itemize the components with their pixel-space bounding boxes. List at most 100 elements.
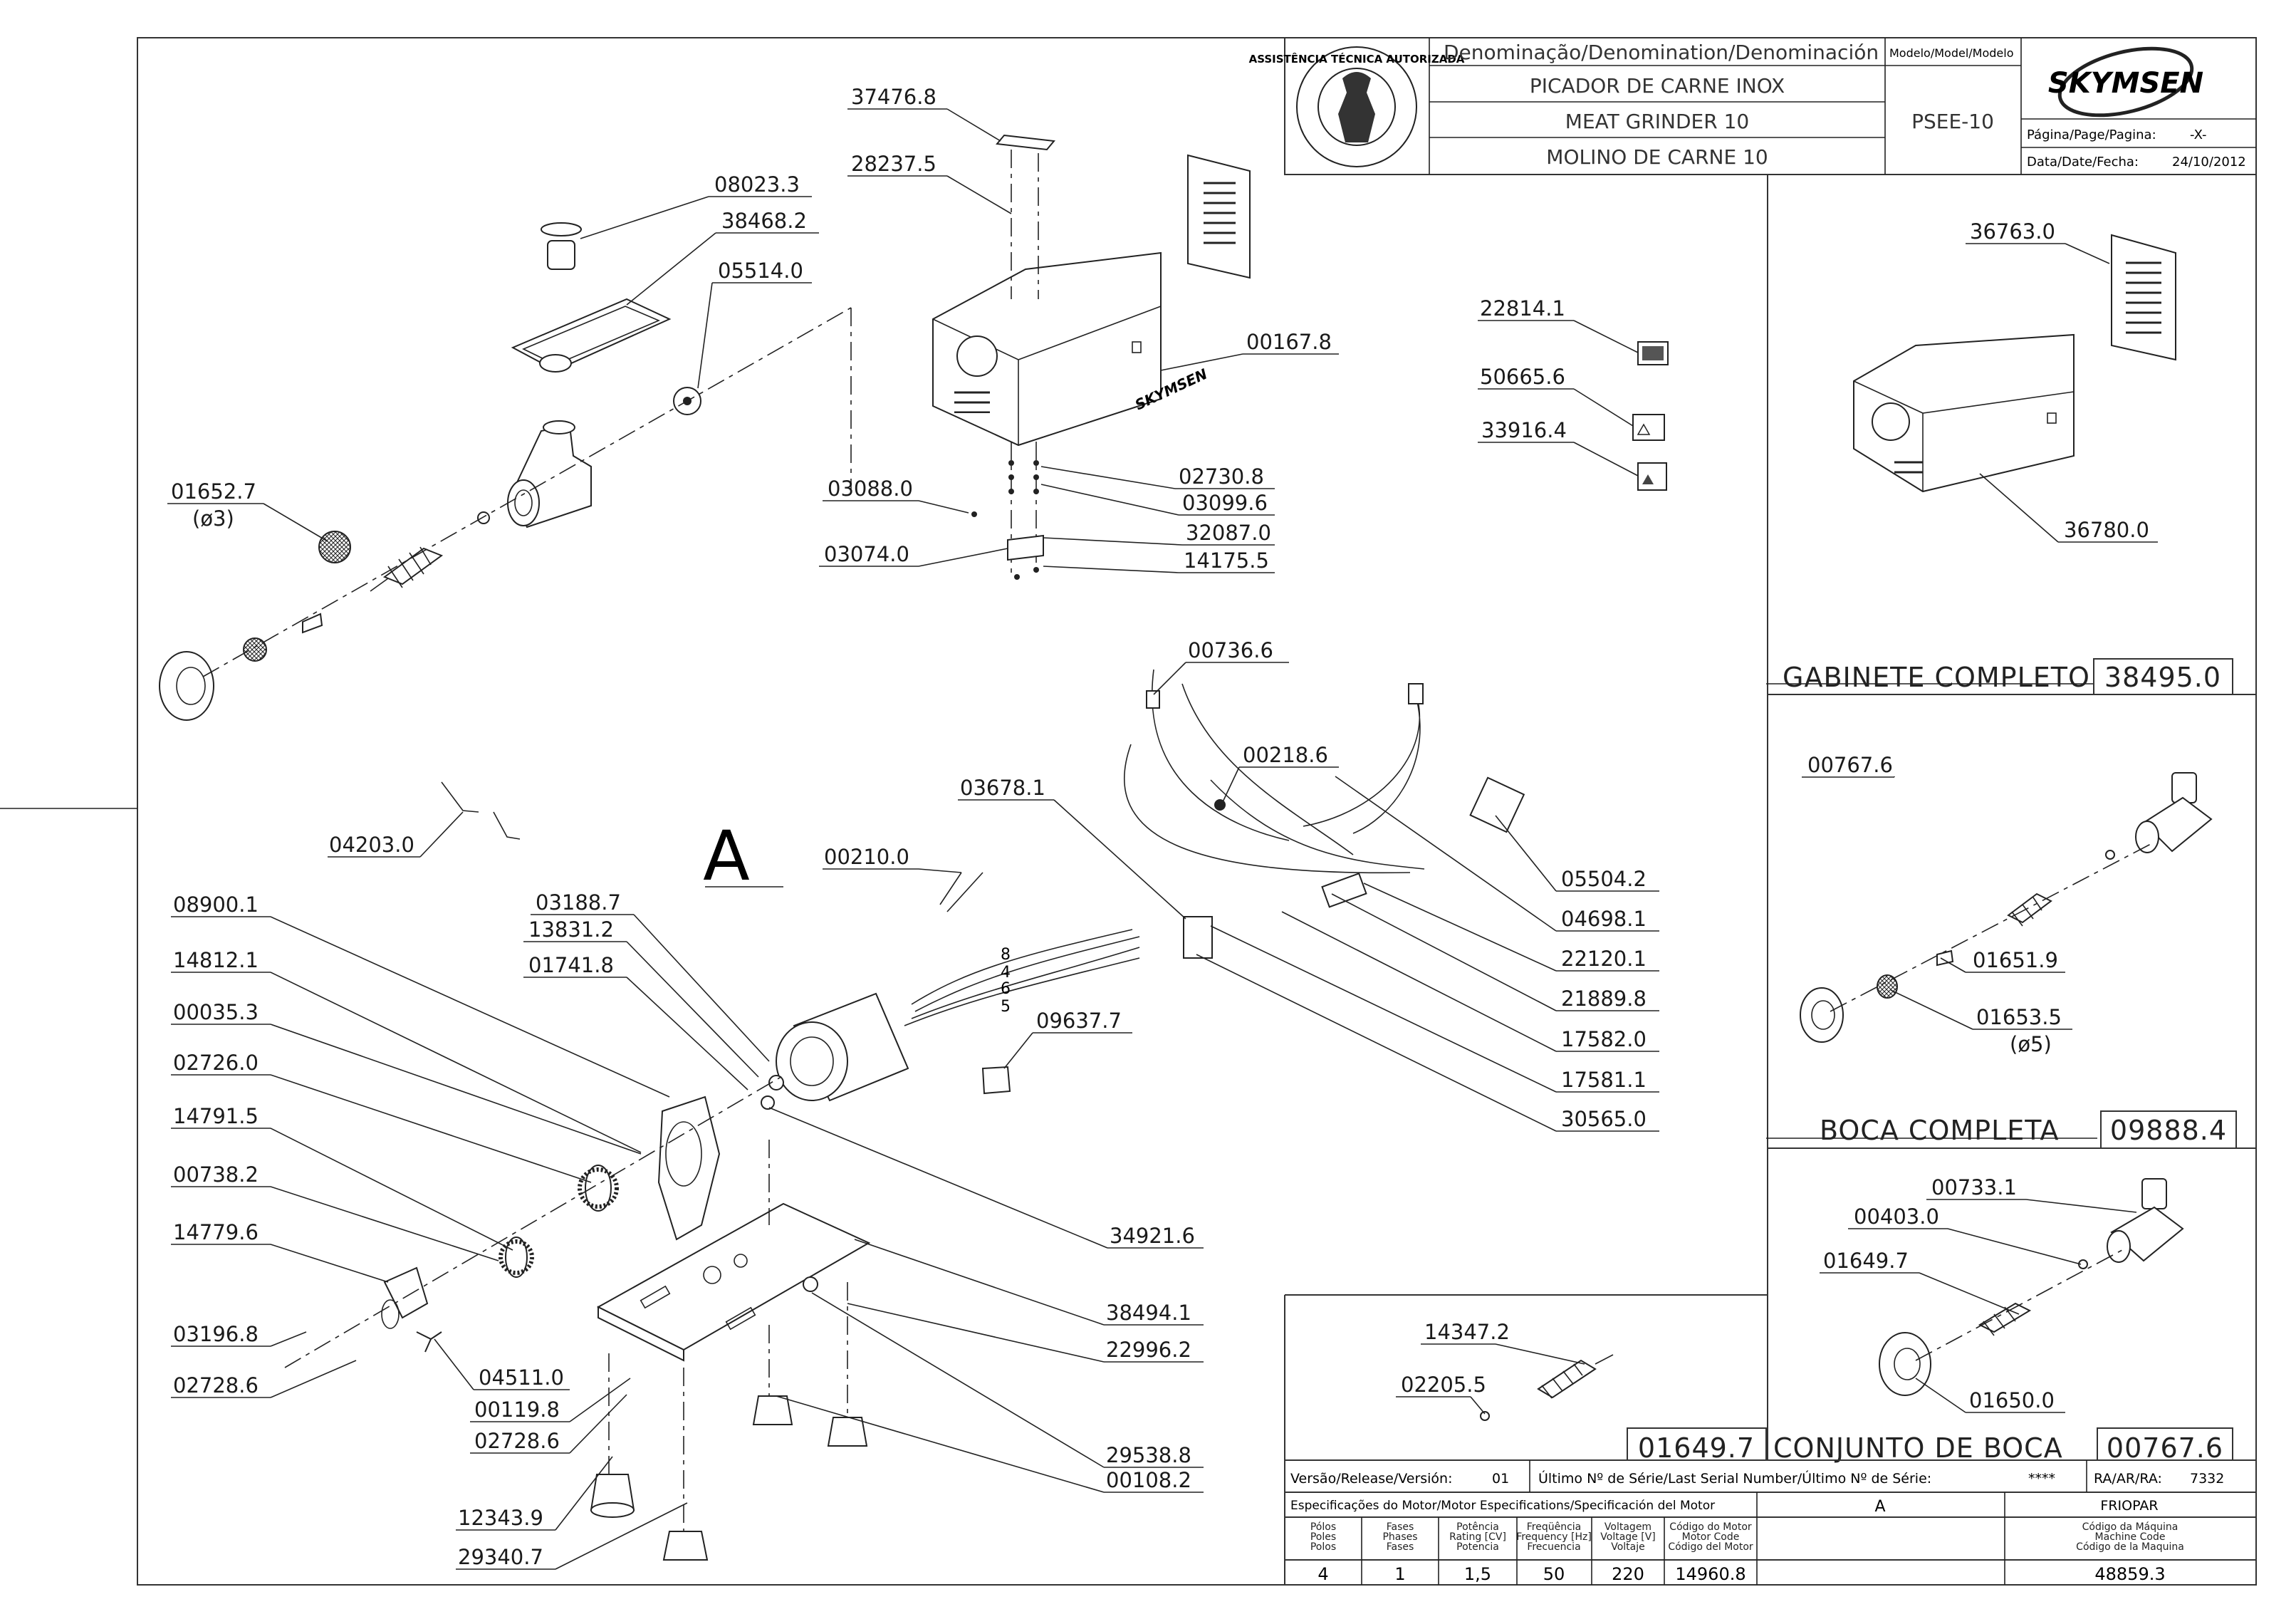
spec-header-l2: Frequency [Hz]	[1516, 1531, 1592, 1543]
leader-line	[847, 1303, 1105, 1363]
part-label: 01651.9	[1973, 948, 2058, 972]
cabinet-vent	[954, 385, 990, 413]
part-label: 50665.6	[1480, 365, 1565, 389]
part-label: 05514.0	[718, 259, 803, 283]
date-label: Data/Date/Fecha:	[2027, 155, 2139, 170]
wire-number: 8	[1001, 946, 1011, 964]
spec-header-l2: Poles	[1310, 1531, 1336, 1543]
part-label: 00119.8	[474, 1397, 560, 1422]
grinder-head-exploded	[159, 222, 852, 721]
spec-header-l2: Voltage [V]	[1600, 1531, 1655, 1543]
part-label: 00736.6	[1188, 638, 1273, 662]
leader-line	[1573, 320, 1639, 353]
spec-header-l2: Phases	[1382, 1531, 1417, 1543]
spec-value: 1	[1394, 1564, 1405, 1584]
mouth-set-code-right: 00767.6	[2107, 1432, 2223, 1464]
part-label: 22120.1	[1561, 947, 1647, 971]
leader-line	[1573, 388, 1634, 427]
leader-line	[1043, 566, 1179, 573]
wire-number: 6	[1001, 980, 1011, 998]
part-label: 00108.2	[1106, 1468, 1191, 1492]
product-name-en: MEAT GRINDER 10	[1565, 110, 1749, 133]
leader-line	[1040, 484, 1179, 516]
spec-header-l3: Código de la Maquina	[2076, 1541, 2184, 1553]
part-label: 02205.5	[1401, 1373, 1486, 1397]
part-label: 14812.1	[173, 948, 259, 972]
authorized-service-badge: ASSISTÊNCIA TÉCNICA AUTORIZADA	[1249, 46, 1465, 167]
spec-header-l2: Motor Code	[1682, 1531, 1740, 1543]
wire-number: 5	[1001, 998, 1011, 1016]
version-value: 01	[1492, 1471, 1509, 1487]
leader-line	[946, 175, 1012, 214]
spec-header-l1: Fases	[1387, 1521, 1414, 1533]
part-label: 13831.2	[528, 917, 614, 942]
part-label: 14791.5	[173, 1104, 259, 1128]
part-label: 01652.7	[171, 479, 256, 504]
warning-stickers	[1632, 341, 1669, 491]
part-label: 00035.3	[173, 1000, 259, 1024]
spec-header-l3: Código del Motor	[1668, 1541, 1753, 1553]
leader-line	[1495, 1343, 1585, 1365]
part-label: 38468.2	[721, 209, 807, 233]
leader-line	[1196, 954, 1557, 1132]
leader-line	[768, 1107, 1108, 1249]
serial-label: Último Nº de Série/Last Serial Number/Úl…	[1538, 1469, 1931, 1487]
part-label: (ø3)	[192, 506, 234, 531]
spec-header-l2: Rating [CV]	[1449, 1531, 1506, 1543]
screw-detail-view	[1480, 1354, 1614, 1421]
part-label: 08023.3	[714, 172, 800, 197]
leader-line	[1221, 766, 1240, 806]
part-label: 22814.1	[1480, 296, 1565, 321]
model-number: PSEE-10	[1911, 110, 1994, 133]
technician-figure-icon	[1338, 72, 1375, 142]
part-label: 21889.8	[1561, 987, 1647, 1011]
leader-line	[270, 1331, 307, 1347]
spec-header-l2: Machine Code	[2095, 1531, 2166, 1543]
part-label: 33916.4	[1481, 418, 1567, 442]
leader-line	[555, 1502, 688, 1570]
leader-line	[419, 811, 464, 858]
part-label: 36763.0	[1970, 219, 2055, 244]
spec-header-l1: Código da Máquina	[2082, 1521, 2178, 1533]
mouth-set-title: CONJUNTO DE BOCA	[1773, 1432, 2063, 1464]
part-label: 00733.1	[1931, 1175, 2017, 1199]
leader-line	[1495, 815, 1557, 892]
leader-line	[1573, 442, 1639, 477]
spec-value: 220	[1612, 1564, 1644, 1584]
leader-line	[1040, 466, 1176, 489]
leader-line	[918, 868, 962, 873]
spec-table: Versão/Release/Versión: 01 Último Nº de …	[1285, 1459, 2256, 1585]
spec-value: 1,5	[1464, 1564, 1491, 1584]
model-header: Modelo/Model/Modelo	[1889, 46, 2013, 60]
leader-line	[1331, 893, 1557, 1011]
leader-line	[1210, 925, 1557, 1093]
leader-line	[918, 548, 1008, 567]
part-label: 03196.8	[173, 1322, 259, 1346]
spec-value: 14960.8	[1675, 1564, 1746, 1584]
complete-mouth-code: 09888.4	[2110, 1115, 2227, 1146]
leader-line	[1919, 1272, 2020, 1315]
leader-line	[569, 1394, 627, 1454]
motor-assembly: A	[703, 816, 909, 1102]
drawing-frame	[137, 37, 2257, 1586]
part-label: 04203.0	[329, 833, 414, 857]
leader-line	[626, 941, 759, 1078]
part-label: 04511.0	[479, 1365, 564, 1390]
leader-line	[626, 232, 716, 306]
part-label: 03074.0	[824, 542, 909, 566]
wiring-harness	[904, 669, 1525, 1026]
leader-line	[1363, 883, 1557, 972]
motor-manufacturer: FRIOPAR	[2100, 1498, 2158, 1514]
spec-header-l3: Potencia	[1456, 1541, 1499, 1553]
part-label: 04698.1	[1561, 907, 1647, 931]
leader-line	[569, 1378, 631, 1422]
svg-text:SKYMSEN: SKYMSEN	[2048, 67, 2203, 100]
part-label: 36780.0	[2064, 518, 2149, 542]
spec-value: 4	[1317, 1564, 1328, 1584]
part-label: 29340.7	[458, 1545, 543, 1569]
cabinet-exploded: SKYMSEN	[932, 134, 1251, 580]
mouth-set-code-left: 01649.7	[1638, 1432, 1755, 1464]
page-label: Página/Page/Pagina:	[2027, 127, 2156, 142]
part-label: 02726.0	[173, 1051, 259, 1075]
